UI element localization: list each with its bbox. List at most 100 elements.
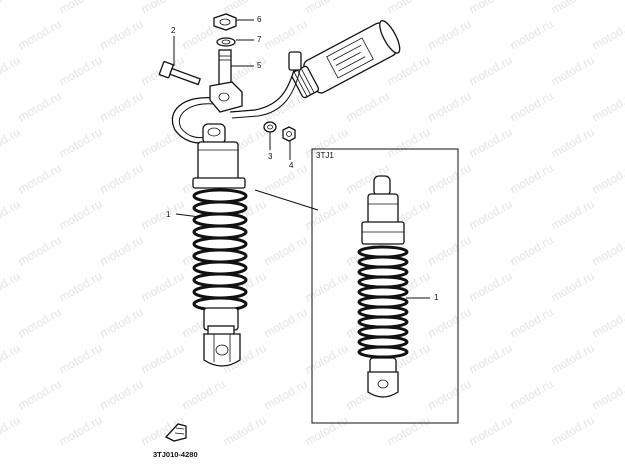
watermark-text: motod.ru: [262, 305, 310, 341]
watermark-text: motod.ru: [262, 377, 310, 413]
watermark-text: motod.ru: [262, 17, 310, 53]
watermark-text: motod.ru: [0, 53, 23, 89]
washer-3: [263, 121, 277, 133]
watermark-text: motod.ru: [262, 161, 310, 197]
callout-2: 2: [171, 26, 176, 35]
reservoir-canister: [288, 20, 401, 99]
watermark-text: motod.ru: [426, 17, 474, 53]
watermark-text: motod.ru: [16, 89, 64, 125]
watermark-text: motod.ru: [0, 269, 23, 305]
spring-coil: [357, 345, 409, 359]
watermark-text: motod.ru: [590, 89, 625, 125]
spring-coil: [192, 248, 248, 264]
callout-3: 3: [268, 152, 273, 161]
spring-coil: [192, 200, 248, 216]
watermark-text: motod.ru: [549, 413, 597, 449]
spring-coil: [192, 212, 248, 228]
watermark-text: motod.ru: [303, 197, 351, 233]
inset-label: 3TJ1: [316, 151, 334, 160]
upper-mount: [158, 13, 243, 113]
spring-coil: [192, 188, 248, 204]
nut-4: [282, 126, 296, 142]
watermark-text: motod.ru: [590, 305, 625, 341]
watermark-text: motod.ru: [16, 233, 64, 269]
watermark-text: motod.ru: [426, 377, 474, 413]
front-direction-arrow-icon: [164, 423, 187, 442]
watermark-text: motod.ru: [98, 233, 146, 269]
watermark-text: motod.ru: [0, 125, 23, 161]
watermark-text: motod.ru: [16, 17, 64, 53]
watermark-text: motod.ru: [426, 89, 474, 125]
watermark-text: motod.ru: [385, 53, 433, 89]
watermark-text: motod.ru: [549, 197, 597, 233]
watermark-text: motod.ru: [0, 341, 23, 377]
callout-6: 6: [257, 15, 262, 24]
watermark-text: motod.ru: [549, 341, 597, 377]
watermark-text: motod.ru: [98, 17, 146, 53]
watermark-text: motod.ru: [508, 161, 556, 197]
watermark-text: motod.ru: [590, 161, 625, 197]
watermark-text: motod.ru: [16, 305, 64, 341]
spring-coil: [192, 260, 248, 276]
spring-coil: [192, 272, 248, 288]
callout-4: 4: [289, 161, 294, 170]
watermark-text: motod.ru: [139, 269, 187, 305]
watermark-text: motod.ru: [57, 269, 105, 305]
watermark-text: motod.ru: [426, 305, 474, 341]
watermark-text: motod.ru: [221, 413, 269, 449]
watermark-text: motod.ru: [549, 0, 597, 17]
callout-5: 5: [257, 61, 262, 70]
inset-frame: [311, 148, 459, 424]
watermark-text: motod.ru: [139, 0, 187, 17]
watermark-text: motod.ru: [344, 89, 392, 125]
watermark-text: motod.ru: [590, 377, 625, 413]
watermark-text: motod.ru: [508, 305, 556, 341]
watermark-text: motod.ru: [0, 413, 23, 449]
watermark-text: motod.ru: [0, 197, 23, 233]
watermark-text: motod.ru: [98, 161, 146, 197]
callout-1-main: 1: [166, 210, 171, 219]
watermark-text: motod.ru: [426, 161, 474, 197]
watermark-text: motod.ru: [262, 233, 310, 269]
watermark-text: motod.ru: [98, 305, 146, 341]
spring-coil: [192, 284, 248, 300]
watermark-text: motod.ru: [467, 413, 515, 449]
watermark-text: motod.ru: [385, 413, 433, 449]
watermark-text: motod.ru: [57, 125, 105, 161]
watermark-text: motod.ru: [426, 233, 474, 269]
watermark-text: motod.ru: [467, 197, 515, 233]
watermark-text: motod.ru: [98, 377, 146, 413]
watermark-text: motod.ru: [57, 0, 105, 17]
watermark-text: motod.ru: [57, 413, 105, 449]
watermark-text: motod.ru: [139, 341, 187, 377]
spring-coil: [192, 236, 248, 252]
watermark-text: motod.ru: [303, 413, 351, 449]
watermark-text: motod.ru: [467, 125, 515, 161]
watermark-text: motod.ru: [590, 233, 625, 269]
watermark-text: motod.ru: [385, 125, 433, 161]
watermark-text: motod.ru: [467, 0, 515, 17]
watermark-text: motod.ru: [57, 197, 105, 233]
watermark-text: motod.ru: [508, 377, 556, 413]
watermark-text: motod.ru: [508, 89, 556, 125]
watermark-text: motod.ru: [303, 341, 351, 377]
watermark-text: motod.ru: [467, 341, 515, 377]
watermark-text: motod.ru: [98, 89, 146, 125]
watermark-text: motod.ru: [508, 233, 556, 269]
watermark-text: motod.ru: [303, 269, 351, 305]
watermark-text: motod.ru: [385, 0, 433, 17]
watermark-text: motod.ru: [590, 17, 625, 53]
watermark-text: motod.ru: [549, 125, 597, 161]
watermark-text: motod.ru: [549, 269, 597, 305]
watermark-text: motod.ru: [57, 53, 105, 89]
inset-shock-absorber: [357, 175, 409, 398]
watermark-text: motod.ru: [180, 377, 228, 413]
watermark-text: motod.ru: [303, 0, 351, 17]
watermark-text: motod.ru: [549, 53, 597, 89]
watermark-text: motod.ru: [16, 377, 64, 413]
watermark-text: motod.ru: [0, 0, 23, 17]
spring-coil: [192, 224, 248, 240]
watermark-text: motod.ru: [467, 53, 515, 89]
